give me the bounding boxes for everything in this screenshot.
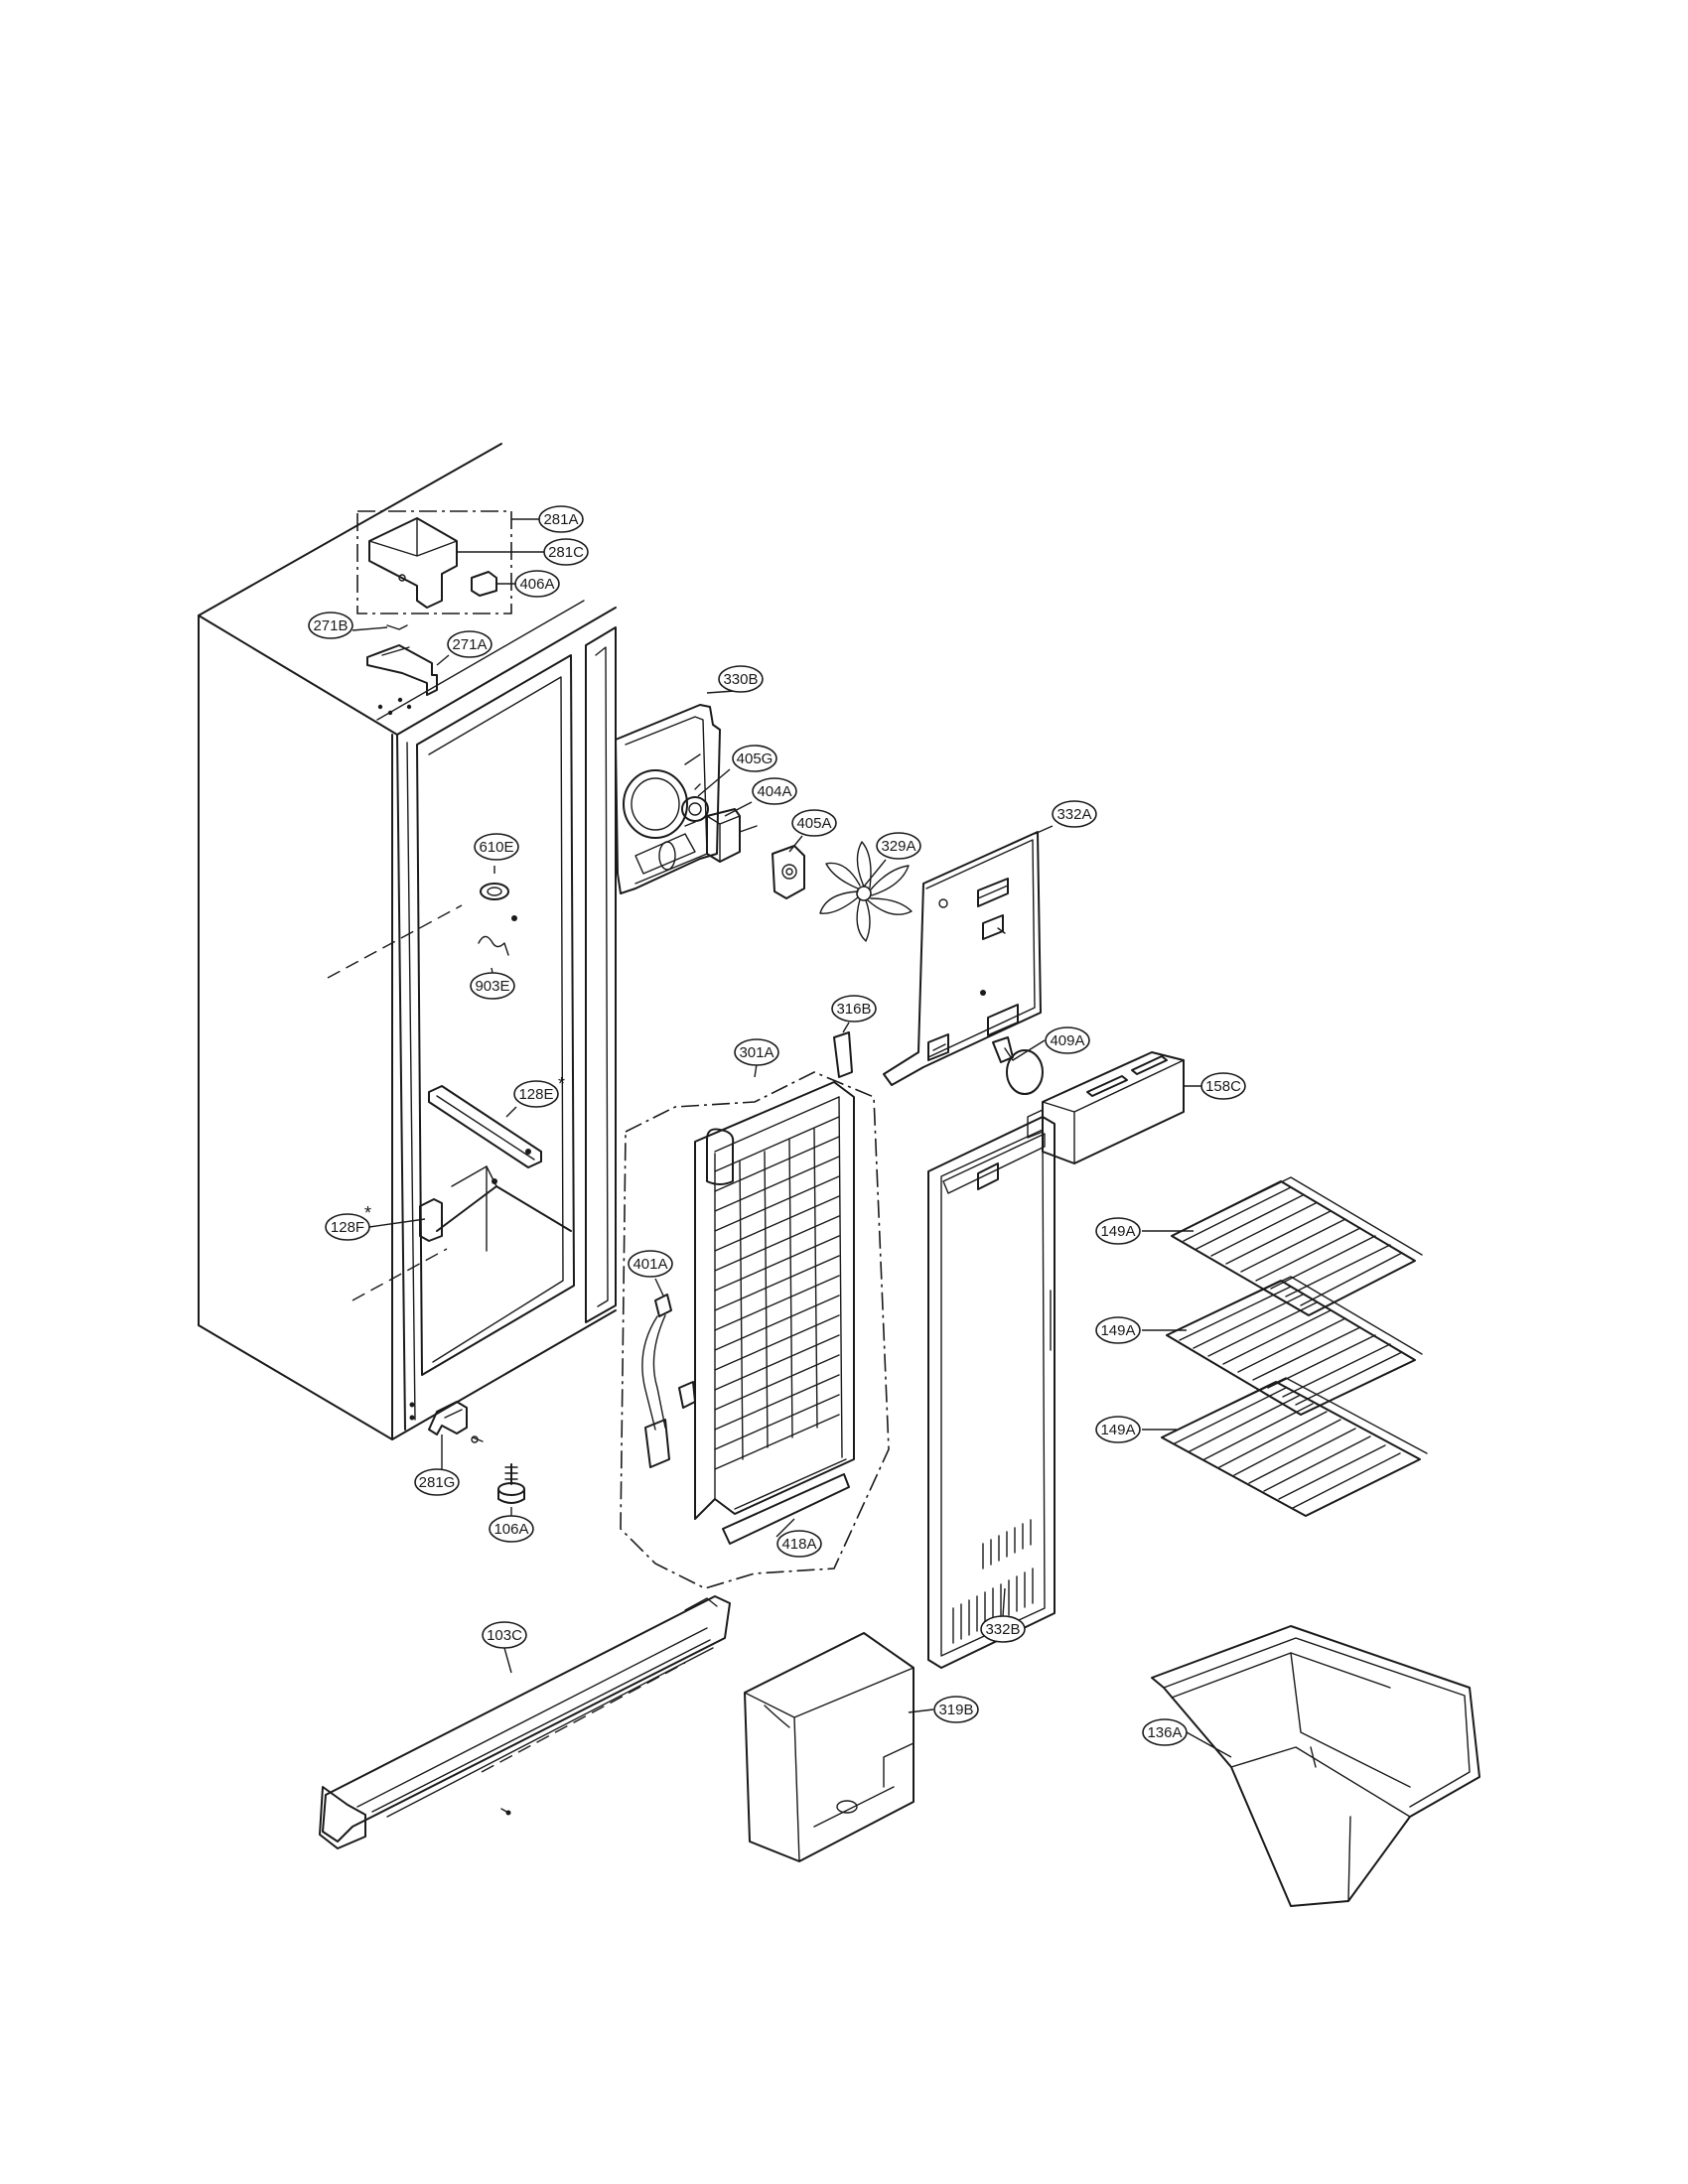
guide-rails — [419, 1085, 542, 1242]
callout-903E: 903E — [470, 972, 515, 1000]
svg-text:404A: 404A — [757, 783, 791, 800]
svg-text:301A: 301A — [739, 1044, 774, 1061]
wire-shelf-1 — [1171, 1176, 1423, 1316]
bottom-rail — [319, 1595, 731, 1849]
callout-406A: 406A — [514, 570, 560, 598]
svg-text:*: * — [364, 1203, 371, 1223]
fan-shroud — [615, 704, 805, 899]
callout-281A: 281A — [538, 505, 584, 533]
svg-text:103C: 103C — [487, 1627, 522, 1644]
svg-text:332B: 332B — [985, 1621, 1020, 1638]
callout-332B: 332B — [980, 1615, 1026, 1643]
evaporator — [620, 1071, 890, 1589]
control-box-assembly — [356, 510, 512, 696]
callout-316B: 316B — [831, 995, 877, 1023]
svg-text:903E: 903E — [475, 978, 509, 995]
callout-128E: 128E * — [513, 1074, 565, 1108]
callout-418A: 418A — [776, 1530, 822, 1558]
callout-271A: 271A — [447, 630, 492, 658]
callout-401A: 401A — [628, 1250, 673, 1278]
svg-text:149A: 149A — [1100, 1322, 1135, 1339]
svg-text:281G: 281G — [419, 1474, 456, 1491]
wire-harness — [641, 1294, 696, 1468]
evaporator-cover-lower — [927, 1116, 1055, 1669]
svg-text:149A: 149A — [1100, 1223, 1135, 1240]
svg-text:418A: 418A — [781, 1536, 816, 1553]
callout-158C: 158C — [1200, 1072, 1246, 1100]
svg-text:281C: 281C — [548, 544, 584, 561]
svg-text:330B: 330B — [723, 671, 758, 688]
callout-149A-2: 149A — [1095, 1316, 1141, 1344]
wire-shelf-3 — [1161, 1377, 1428, 1517]
svg-text:316B: 316B — [836, 1001, 871, 1018]
callout-330B: 330B — [718, 665, 764, 693]
drain-pan — [744, 1632, 914, 1862]
callouts: 281A 281C 406A 271B 271A 330B 405G 404A … — [308, 505, 1246, 1746]
callout-149A-1: 149A — [1095, 1217, 1141, 1245]
cabinet — [198, 443, 617, 1440]
ice-bin — [1151, 1625, 1480, 1907]
callout-319B: 319B — [933, 1696, 979, 1723]
filter-block — [833, 1031, 853, 1078]
lamp-socket-parts — [478, 883, 509, 956]
svg-text:329A: 329A — [881, 838, 915, 855]
callout-106A: 106A — [489, 1515, 534, 1543]
callout-281G: 281G — [414, 1468, 460, 1496]
svg-text:*: * — [558, 1074, 565, 1094]
hinge-and-leveler — [428, 1401, 525, 1504]
callout-301A: 301A — [734, 1038, 779, 1066]
svg-text:319B: 319B — [938, 1702, 973, 1718]
svg-text:271A: 271A — [452, 636, 487, 653]
callout-281C: 281C — [543, 538, 589, 566]
svg-text:106A: 106A — [493, 1521, 528, 1538]
callout-610E: 610E — [474, 833, 519, 861]
svg-text:271B: 271B — [313, 617, 348, 634]
svg-text:128E: 128E — [518, 1086, 553, 1103]
callout-404A: 404A — [752, 777, 797, 805]
svg-text:401A: 401A — [633, 1256, 667, 1273]
callout-329A: 329A — [876, 832, 921, 860]
lamp-bulb — [992, 1036, 1044, 1095]
lamp-cover — [1027, 1051, 1185, 1164]
callout-405G: 405G — [732, 745, 777, 772]
callout-128F: 128F* — [325, 1203, 371, 1241]
callout-332A: 332A — [1052, 800, 1097, 828]
svg-text:332A: 332A — [1056, 806, 1091, 823]
fan-blade — [819, 841, 913, 942]
svg-text:405G: 405G — [737, 751, 774, 767]
callout-409A: 409A — [1045, 1026, 1090, 1054]
svg-text:406A: 406A — [519, 576, 554, 593]
svg-text:610E: 610E — [479, 839, 513, 856]
callout-136A: 136A — [1142, 1718, 1188, 1746]
callout-103C: 103C — [482, 1621, 527, 1649]
svg-text:136A: 136A — [1147, 1724, 1182, 1741]
evaporator-cover-upper — [883, 831, 1042, 1086]
callout-405A: 405A — [791, 809, 837, 837]
svg-text:281A: 281A — [543, 511, 578, 528]
callout-271B: 271B — [308, 612, 353, 639]
svg-text:128F: 128F — [331, 1219, 364, 1236]
leader-lines — [352, 518, 1232, 1758]
svg-text:149A: 149A — [1100, 1422, 1135, 1438]
callout-149A-3: 149A — [1095, 1416, 1141, 1443]
svg-text:405A: 405A — [796, 815, 831, 832]
svg-text:409A: 409A — [1050, 1032, 1084, 1049]
wire-shelf-2 — [1166, 1276, 1423, 1416]
svg-text:158C: 158C — [1205, 1078, 1241, 1095]
